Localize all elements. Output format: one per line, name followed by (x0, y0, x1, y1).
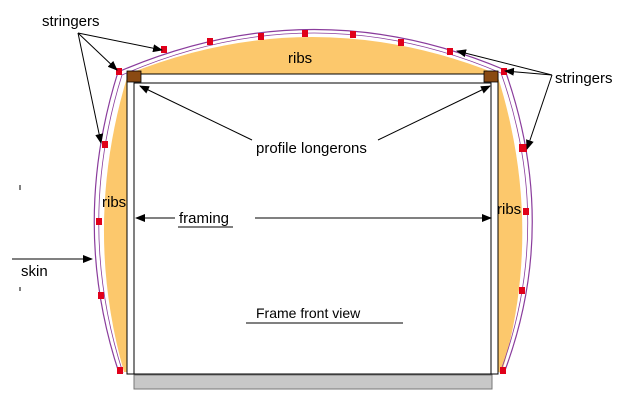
stringer (350, 31, 356, 38)
stringer (98, 292, 104, 299)
stringer (519, 144, 527, 152)
stringer (500, 367, 506, 374)
label-profile-longerons: profile longerons (256, 140, 367, 157)
leader-stringers-left-1 (77, 32, 163, 53)
stringer (523, 208, 529, 215)
leader-stringers-left-2 (77, 32, 118, 71)
stringer (447, 48, 453, 55)
rib-left (103, 74, 128, 372)
leader-lines (12, 32, 553, 324)
base-plate (133, 374, 493, 390)
label-ribs-right: ribs (497, 201, 521, 218)
skin-outline-outer (93, 28, 533, 374)
leader-stringers-right-3 (526, 74, 553, 150)
stringer (258, 33, 264, 40)
stringers-group (96, 30, 529, 374)
leader-longeron-left (139, 85, 253, 141)
label-frame-front-view: Frame front view (256, 305, 361, 321)
stringer (501, 68, 507, 75)
skin-outline-inner (98, 32, 529, 374)
stringer (116, 68, 122, 75)
stringer (161, 46, 167, 53)
stringer (207, 38, 213, 45)
profile-longeron-left (126, 70, 142, 83)
profile-longeron-right (483, 70, 499, 83)
label-stringers-right: stringers (555, 70, 613, 87)
rib-top (128, 37, 497, 74)
label-ribs-left: ribs (102, 194, 126, 211)
stringer (519, 287, 525, 294)
leader-stringers-right-2 (504, 67, 553, 76)
stringer (96, 218, 102, 225)
leader-longeron-right (377, 85, 491, 141)
label-stringers-left: stringers (42, 13, 100, 30)
stringer (302, 30, 308, 37)
label-skin: skin (21, 263, 48, 280)
stringer (102, 141, 108, 148)
label-framing: framing (179, 210, 229, 227)
label-ribs-top: ribs (288, 50, 312, 67)
rib-right (497, 74, 523, 372)
frame-inner (133, 82, 492, 375)
stringer (398, 39, 404, 46)
leader-stringers-left-3 (77, 32, 104, 144)
stringer (117, 367, 123, 374)
leader-stringers-right-1 (456, 49, 553, 76)
